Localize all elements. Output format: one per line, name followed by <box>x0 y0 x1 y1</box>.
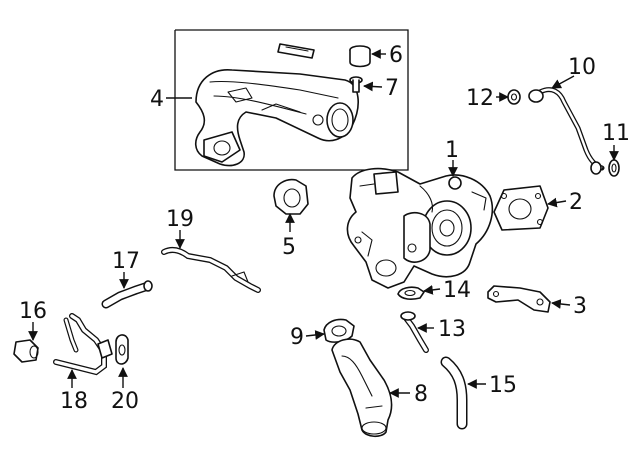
part-16-plug[interactable] <box>13 339 39 363</box>
callout-labels: 1 2 3 4 5 6 7 8 9 10 11 12 13 14 15 16 1… <box>19 43 630 414</box>
leader-3 <box>551 299 571 309</box>
callout-11: 11 <box>602 121 630 146</box>
leader-10 <box>551 75 575 89</box>
part-10-oil-line[interactable] <box>528 87 605 175</box>
callout-4: 4 <box>150 87 164 112</box>
part-8-elbow-pipe[interactable] <box>331 338 393 438</box>
part-2-gasket[interactable] <box>493 185 549 231</box>
callout-15: 15 <box>489 373 517 398</box>
callout-1: 1 <box>445 138 459 163</box>
callout-19: 19 <box>166 207 194 232</box>
callout-16: 16 <box>19 299 47 324</box>
part-4-intake-pipe[interactable] <box>194 69 359 167</box>
part-20-gasket[interactable] <box>115 334 129 365</box>
callout-14: 14 <box>443 278 471 303</box>
callout-18: 18 <box>60 389 88 414</box>
part-17-hose[interactable] <box>101 280 153 309</box>
callout-9: 9 <box>290 325 304 350</box>
callout-3: 3 <box>573 294 587 319</box>
part-14-gasket[interactable] <box>397 286 425 300</box>
part-6-cap[interactable] <box>349 45 371 68</box>
part-18-water-pipe[interactable] <box>53 313 113 376</box>
callout-12: 12 <box>466 86 494 111</box>
part-3-bracket[interactable] <box>487 285 551 313</box>
callout-20: 20 <box>111 389 139 414</box>
part-12-clip[interactable] <box>507 89 521 105</box>
leader-9 <box>305 330 325 340</box>
part-5-gasket[interactable] <box>273 178 309 215</box>
part-group-box <box>174 29 409 171</box>
part-1-turbocharger[interactable] <box>346 167 494 289</box>
callout-13: 13 <box>438 317 466 342</box>
callout-8: 8 <box>414 382 428 407</box>
callout-5: 5 <box>282 235 296 260</box>
callout-17: 17 <box>112 249 140 274</box>
leader-14 <box>423 285 441 295</box>
callout-10: 10 <box>568 55 596 80</box>
gasket-strip <box>277 43 315 59</box>
leader-7 <box>363 81 383 92</box>
part-13-pipe[interactable] <box>400 311 429 353</box>
part-15-hose[interactable] <box>440 356 468 430</box>
callout-6: 6 <box>389 43 403 68</box>
part-9-gasket[interactable] <box>323 318 355 343</box>
part-7-bolt[interactable] <box>349 76 363 93</box>
part-19-water-pipe[interactable] <box>161 246 261 293</box>
callout-2: 2 <box>569 190 583 215</box>
callout-7: 7 <box>385 76 399 101</box>
part-11-washer[interactable] <box>608 159 620 177</box>
leader-2 <box>547 197 567 208</box>
leader-lines <box>28 49 619 398</box>
